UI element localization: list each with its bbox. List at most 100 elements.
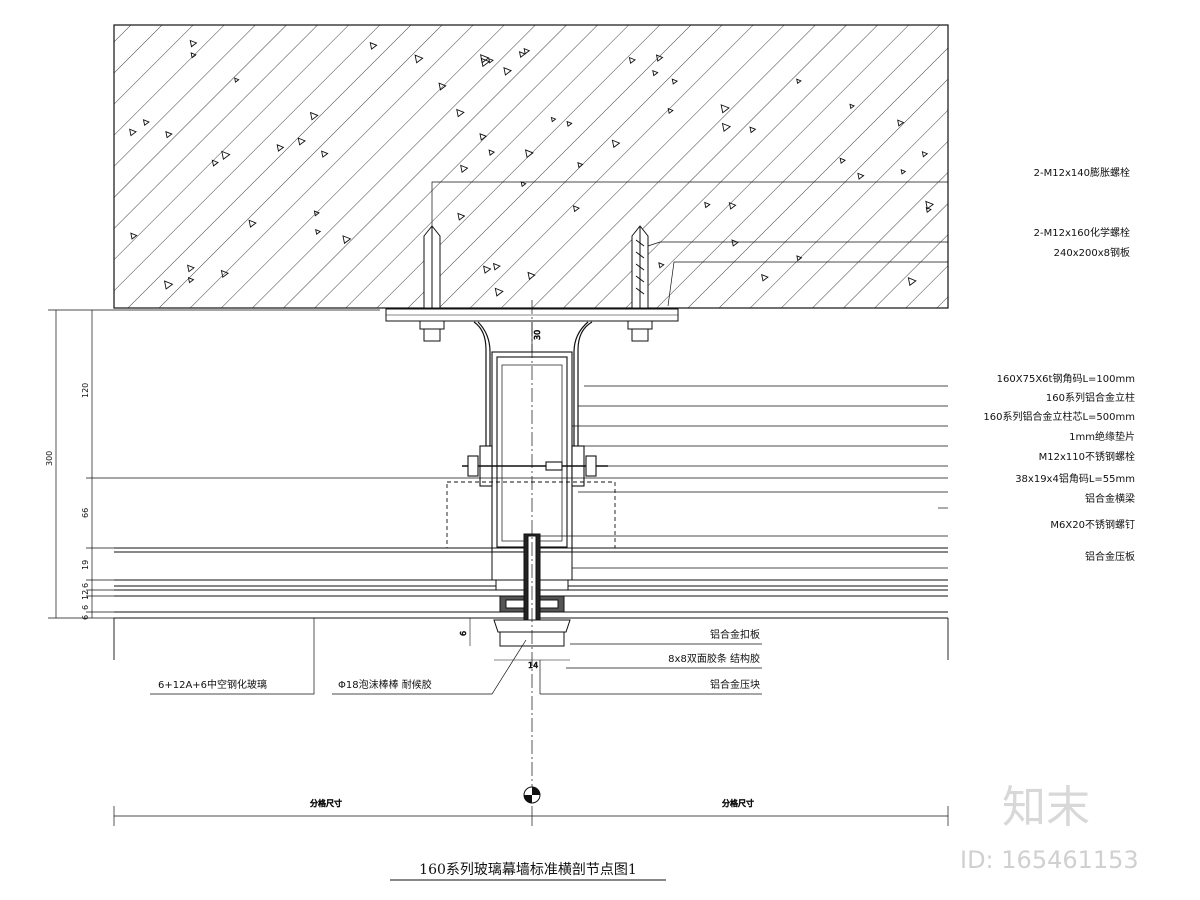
dim-top-30: 30	[533, 330, 542, 340]
aggregate-mark	[628, 56, 636, 65]
steel-angle-brackets	[473, 321, 593, 470]
aggregate-mark	[897, 119, 905, 127]
aggregate-mark	[456, 108, 465, 118]
aggregate-mark	[566, 120, 573, 127]
aggregate-mark	[655, 54, 664, 62]
aggregate-mark	[796, 255, 803, 262]
aggregate-mark	[457, 212, 466, 221]
aggregate-mark	[488, 149, 496, 156]
left-dimensions	[48, 309, 948, 619]
label-pressure-block: 铝合金压块	[710, 678, 760, 691]
label-tape-sealant: 8x8双面胶条 结构胶	[668, 652, 760, 665]
aggregate-mark	[503, 67, 513, 76]
dim-12: 12	[81, 590, 90, 600]
aggregate-mark	[163, 280, 174, 290]
aggregate-mark	[234, 77, 240, 83]
label-expansion-bolt: 2-M12x140膨胀螺栓	[1034, 166, 1130, 179]
label-mullion: 160系列铝合金立柱	[1046, 391, 1135, 404]
dim-120: 120	[81, 383, 90, 398]
aggregate-mark	[480, 54, 490, 64]
aggregate-mark	[315, 228, 322, 235]
aggregate-mark	[907, 277, 917, 287]
aggregate-mark	[221, 150, 231, 160]
label-steel-angle: 160X75X6t钢角码L=100mm	[997, 372, 1135, 385]
drawing-title-group: 160系列玻璃幕墙标准横剖节点图1	[390, 861, 666, 881]
dim-6c: 6	[81, 615, 90, 620]
aggregate-mark	[129, 128, 137, 137]
aggregate-mark	[925, 200, 935, 210]
aggregate-mark	[220, 269, 229, 278]
callout-labels-right: 2-M12x140膨胀螺栓 2-M12x160化学螺栓 240x200x8钢板 …	[983, 166, 1135, 563]
callout-labels-bottom-left: 6+12A+6中空钢化玻璃 Φ18泡沫棒棒 耐候胶	[158, 678, 432, 691]
label-chemical-bolt: 2-M12x160化学螺栓	[1034, 226, 1130, 239]
aggregate-mark	[857, 172, 865, 180]
bottom-dimension: 分格尺寸 分格尺寸	[113, 798, 949, 826]
aggregate-mark	[721, 122, 732, 133]
dim-300: 300	[45, 451, 54, 466]
concrete-wall	[113, 24, 949, 309]
label-steel-plate: 240x200x8钢板	[1054, 246, 1130, 259]
aggregate-mark	[460, 164, 469, 173]
aggregate-mark	[369, 42, 378, 50]
dim-bottom-right: 分格尺寸	[722, 798, 754, 808]
aggregate-mark	[190, 52, 197, 59]
aggregate-mark	[925, 206, 932, 214]
aggregate-mark	[414, 54, 424, 64]
aggregate-mark	[189, 39, 198, 48]
aggregate-mark	[720, 104, 730, 114]
anchor-bolts	[423, 225, 649, 309]
aggregate-mark	[731, 239, 739, 247]
label-ss-screw: M6X20不锈钢螺钉	[1050, 518, 1135, 531]
aggregate-mark	[492, 262, 501, 271]
aggregate-mark	[342, 235, 352, 245]
label-cover-plate: 铝合金扣板	[710, 628, 760, 641]
aggregate-mark	[796, 78, 802, 85]
aggregate-mark	[479, 133, 488, 141]
aggregate-mark	[652, 69, 659, 77]
dim-small-14: 14	[528, 661, 538, 670]
aggregate-mark	[488, 57, 494, 64]
drawing-title: 160系列玻璃幕墙标准横剖节点图1	[419, 861, 637, 878]
aggregate-mark	[577, 161, 584, 169]
aggregate-mark	[297, 137, 306, 146]
aggregate-mark	[839, 157, 846, 165]
aggregate-mark	[849, 103, 855, 110]
left-dimension-texts: 300 120 66 19 6 12 6 6	[45, 383, 90, 620]
aggregate-mark	[130, 232, 138, 240]
dimension-top: 30	[531, 322, 542, 352]
callout-labels-bottom-right: 铝合金扣板 8x8双面胶条 结构胶 铝合金压块	[668, 628, 760, 691]
aggregate-mark	[704, 201, 711, 209]
aggregate-mark	[761, 273, 769, 282]
aggregate-mark	[900, 169, 907, 175]
aggregate-mark	[313, 210, 320, 217]
aggregate-mark	[438, 82, 447, 91]
aggregate-mark	[187, 276, 195, 284]
watermark-id: ID: 165461153	[960, 846, 1139, 874]
aggregate-mark	[749, 126, 757, 134]
aggregate-mark	[572, 205, 580, 213]
aggregate-mark	[524, 149, 534, 159]
aggregate-mark	[611, 139, 621, 149]
label-foam-rod: Φ18泡沫棒棒 耐候胶	[338, 678, 432, 691]
label-glass: 6+12A+6中空钢化玻璃	[158, 678, 267, 691]
dim-6b: 6	[81, 605, 90, 610]
aluminum-mullion	[462, 351, 608, 553]
label-pressure-plate: 铝合金压板	[1085, 550, 1135, 563]
dim-bottom-left: 分格尺寸	[310, 798, 342, 808]
aggregate-mark	[523, 47, 531, 55]
aggregate-mark	[520, 181, 527, 188]
aggregate-mark	[321, 150, 329, 158]
watermark-logo: 知末	[1002, 782, 1090, 833]
small-dimensions: 6 14	[459, 618, 570, 670]
label-al-angle: 38x19x4铝角码L=55mm	[1015, 473, 1135, 485]
aggregate-mark	[211, 159, 219, 167]
dim-19: 19	[81, 560, 90, 570]
aggregate-mark	[165, 130, 173, 139]
aggregate-mark	[483, 265, 492, 274]
aggregate-mark	[142, 119, 150, 127]
aggregate-mark	[187, 264, 195, 273]
dim-small-6: 6	[459, 631, 468, 636]
aggregate-mark	[728, 202, 737, 210]
steel-plate	[385, 308, 679, 342]
